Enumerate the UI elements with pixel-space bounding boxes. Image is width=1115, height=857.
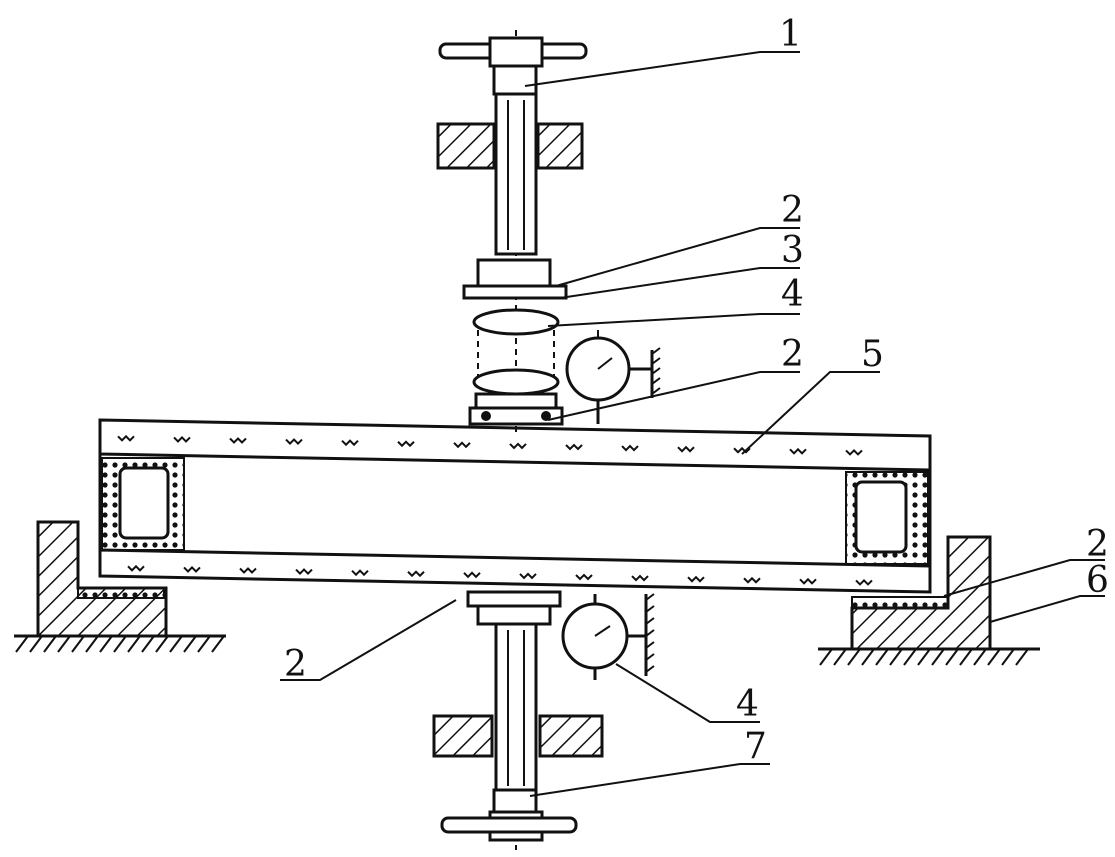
flange-texture-mark (463, 571, 481, 579)
left-support (36, 520, 168, 638)
ground-hatch-tick (183, 635, 197, 653)
ground-hatch-tick (1015, 648, 1029, 666)
flange-texture-mark (733, 446, 751, 454)
ground-hatch-tick (861, 648, 875, 666)
ground-hatch-tick (211, 635, 225, 653)
flange-texture-mark (845, 448, 863, 456)
flange-texture-mark (789, 447, 807, 455)
ground-hatch-tick (127, 635, 141, 653)
callout-5: 5 (861, 334, 884, 375)
dial-gauge-lower (561, 593, 655, 680)
ground-hatch-tick (903, 648, 917, 666)
callout-7: 7 (744, 726, 767, 767)
ground-hatch-tick (875, 648, 889, 666)
callout-2-bottom: 2 (284, 644, 307, 685)
flange-texture-mark (117, 434, 135, 442)
ground-hatch-tick (847, 648, 861, 666)
ground-hatch-tick (959, 648, 973, 666)
ground-hatch-tick (197, 635, 211, 653)
flange-texture-mark (397, 440, 415, 448)
ground-hatch-tick (43, 635, 57, 653)
flange-texture-mark (677, 445, 695, 453)
ground-hatch-tick (155, 635, 169, 653)
callout-4-upper: 4 (781, 274, 804, 315)
specimen-box-beam (98, 418, 932, 594)
flange-texture-mark (799, 577, 817, 585)
top-loading-screw (436, 30, 588, 432)
callout-2-right: 2 (1086, 524, 1109, 565)
ground-hatch-tick (29, 635, 43, 653)
flange-texture-mark (631, 574, 649, 582)
flange-texture-mark (687, 575, 705, 583)
flange-texture-mark (575, 573, 593, 581)
flange-texture-mark (407, 570, 425, 578)
dial-gauge-upper (565, 330, 661, 424)
flange-texture-mark (509, 442, 527, 450)
callout-1: 1 (779, 14, 802, 55)
flange-texture-mark (519, 572, 537, 580)
ground-hatch-tick (71, 635, 85, 653)
ground-hatch-tick (1001, 648, 1015, 666)
flange-texture-mark (341, 439, 359, 447)
flange-texture-mark (239, 567, 257, 574)
flange-texture-mark (295, 568, 313, 576)
callout-2-gauge: 2 (781, 334, 804, 375)
ground-hatch-tick (99, 635, 113, 653)
callout-2-top: 2 (781, 190, 804, 231)
ground-hatch-tick (931, 648, 945, 666)
flange-texture-mark (127, 564, 145, 572)
ground-hatch-tick (917, 648, 931, 666)
callout-3: 3 (781, 230, 804, 271)
ground-hatch-tick (889, 648, 903, 666)
flange-texture-mark (743, 576, 761, 584)
leader-lines (280, 51, 1105, 797)
ground-left (14, 634, 226, 653)
ground-hatch-tick (141, 635, 155, 653)
callout-labels: 1 2 3 4 2 5 2 6 2 4 7 (284, 14, 1109, 767)
ground-hatch-tick (973, 648, 987, 666)
flange-texture-mark (565, 443, 583, 451)
right-support (850, 535, 992, 651)
callout-4-lower: 4 (736, 684, 759, 725)
flange-texture-mark (855, 578, 873, 586)
callout-6: 6 (1086, 560, 1109, 601)
bottom-loading-screw (432, 590, 604, 850)
ground-hatch-tick (945, 648, 959, 666)
ground-hatch-tick (169, 635, 183, 653)
flange-texture-mark (173, 436, 191, 443)
ground-hatch-tick (833, 648, 847, 666)
flange-texture-mark (229, 437, 247, 444)
flange-texture-mark (621, 444, 639, 452)
flange-texture-mark (351, 569, 369, 577)
flange-texture-mark (183, 566, 201, 573)
ground-hatch-tick (113, 635, 127, 653)
flange-texture-mark (453, 441, 471, 449)
ground-hatch-tick (57, 635, 71, 653)
flange-texture-mark (285, 438, 303, 446)
ground-hatch-tick (85, 635, 99, 653)
ground-hatch-tick (819, 648, 833, 666)
ground-hatch-tick (987, 648, 1001, 666)
ground-hatch-tick (15, 635, 29, 653)
ground-right (818, 647, 1040, 666)
